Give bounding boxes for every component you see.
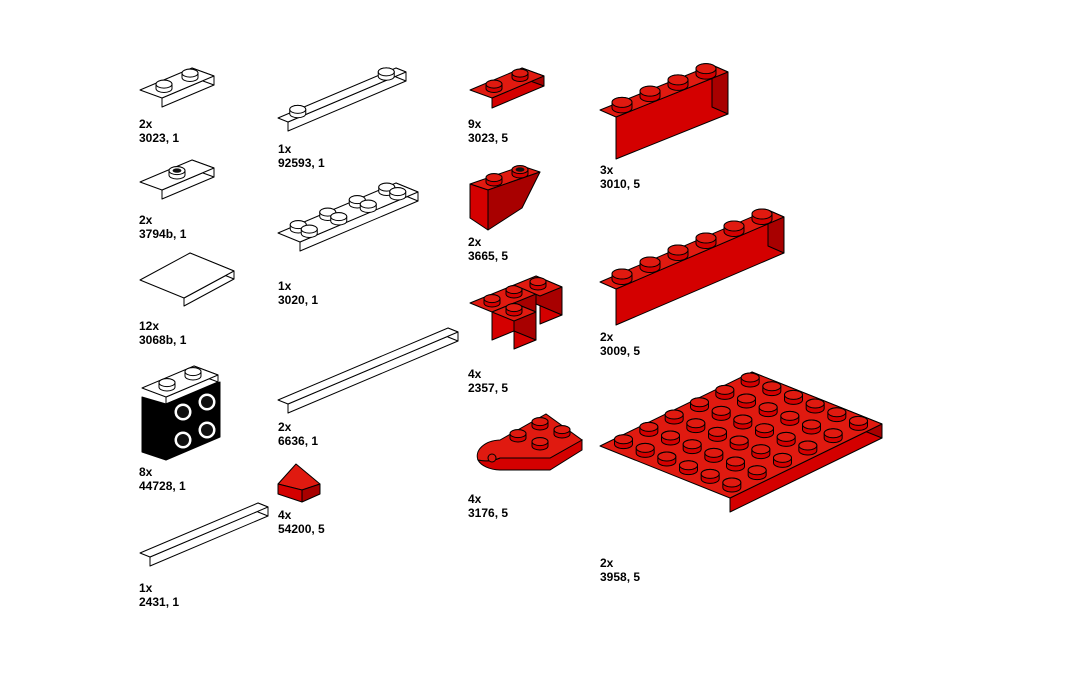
part-quantity: 4x: [468, 492, 482, 506]
part-quantity: 2x: [468, 235, 482, 249]
part-quantity: 2x: [600, 556, 614, 570]
part-number: 3958, 5: [600, 570, 641, 584]
part-number: 44728, 1: [139, 479, 186, 493]
part-quantity: 12x: [139, 319, 160, 333]
part-quantity: 2x: [278, 420, 292, 434]
part-number: 3020, 1: [278, 293, 319, 307]
brick-corner-red-icon: [469, 275, 563, 350]
part-number: 3665, 5: [468, 249, 509, 263]
part-number: 3023, 1: [139, 131, 180, 145]
tile-1x4-white-icon: [139, 502, 269, 567]
part-quantity: 4x: [278, 508, 292, 522]
part-number: 2431, 1: [139, 595, 180, 609]
part-quantity: 1x: [139, 581, 153, 595]
part-quantity: 2x: [600, 330, 614, 344]
brick-1x4-red-icon: [599, 63, 729, 160]
part-quantity: 9x: [468, 117, 482, 131]
part-quantity: 2x: [139, 117, 153, 131]
part-quantity: 1x: [278, 142, 292, 156]
slope-inverted-red-icon: [469, 165, 541, 231]
part-number: 3009, 5: [600, 344, 641, 358]
plate-2x4-white-icon: [277, 182, 419, 252]
part-number: 3794b, 1: [139, 227, 187, 241]
part-number: 3068b, 1: [139, 333, 187, 347]
plate-round-end-red-icon: [476, 413, 583, 471]
plate-1x2-white-icon: [139, 67, 215, 108]
tile-1x6-white-icon: [277, 327, 459, 414]
tile-2x2-white-icon: [139, 252, 235, 307]
bracket-white-icon: [141, 365, 221, 461]
part-number: 54200, 5: [278, 522, 325, 536]
part-quantity: 4x: [468, 367, 482, 381]
part-quantity: 3x: [600, 163, 614, 177]
part-number: 3176, 5: [468, 506, 509, 520]
part-number: 3010, 5: [600, 177, 641, 191]
slope-cheese-red-icon: [277, 463, 321, 503]
plate-6x6-red-icon: [599, 371, 883, 513]
plate-1x2-red-icon: [469, 67, 545, 109]
part-number: 92593, 1: [278, 156, 325, 170]
part-number: 2357, 5: [468, 381, 509, 395]
part-quantity: 1x: [278, 279, 292, 293]
part-quantity: 8x: [139, 465, 153, 479]
plate-1x4-two-studs-white-icon: [277, 67, 407, 132]
brick-1x6-red-icon: [599, 208, 785, 326]
part-quantity: 2x: [139, 213, 153, 227]
part-number: 6636, 1: [278, 434, 319, 448]
jumper-plate-white-icon: [139, 159, 215, 200]
part-number: 3023, 5: [468, 131, 509, 145]
